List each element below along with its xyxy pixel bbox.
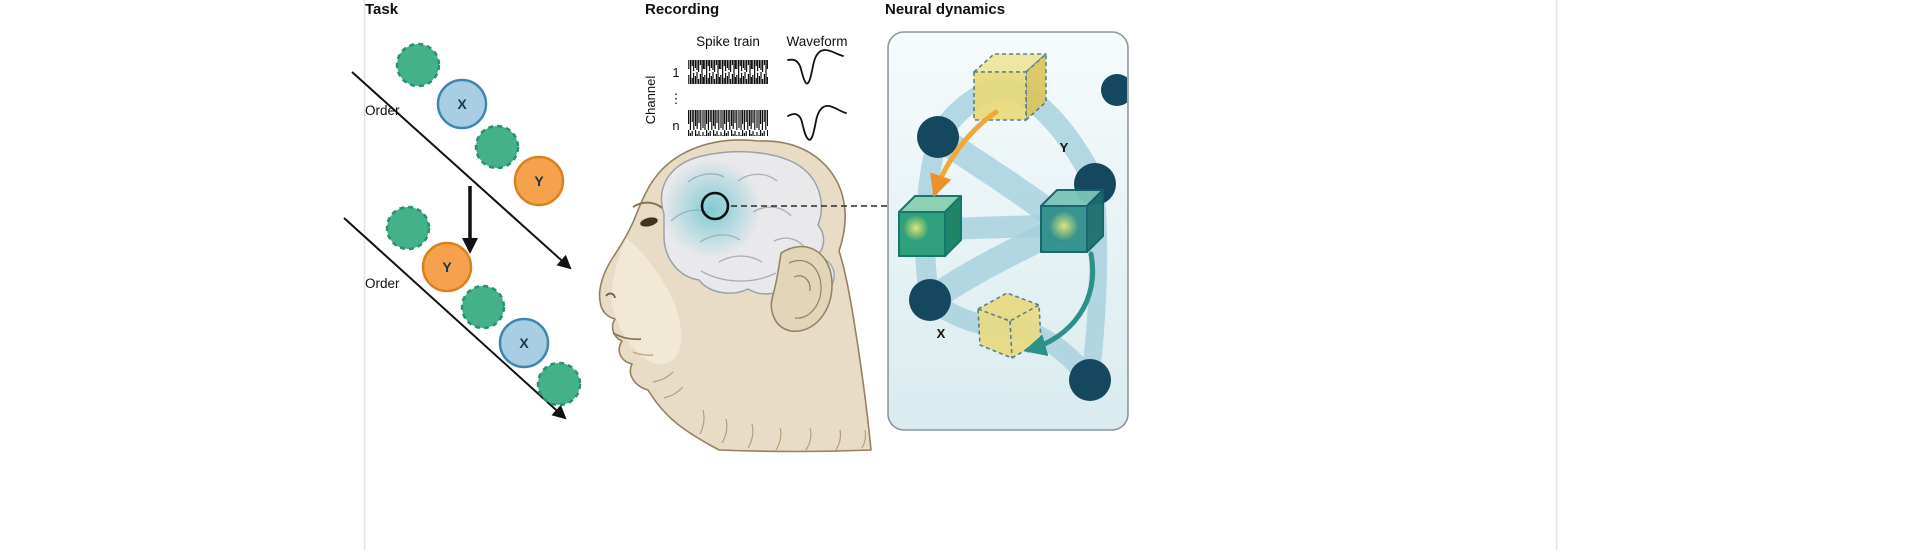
- channel-1-label: 1: [672, 65, 679, 80]
- neural-panel-border: [887, 31, 1129, 431]
- neural-label-x: X: [937, 326, 946, 341]
- token-x-top-label: X: [457, 96, 467, 112]
- token-green-1: [395, 42, 441, 88]
- waveform-label: Waveform: [786, 34, 847, 49]
- spike-train-label: Spike train: [696, 34, 760, 49]
- monkey-ear-inner: [788, 259, 822, 319]
- node-1: [917, 116, 959, 158]
- cube-green: [898, 195, 962, 257]
- cube-green-glow: [903, 215, 929, 241]
- waveform-channel-1: [787, 49, 844, 85]
- token-x-bottom-label: X: [519, 335, 529, 351]
- node-3: [909, 279, 951, 321]
- monkey-eye: [640, 217, 658, 227]
- monkey-ear-fold: [793, 275, 811, 292]
- order-label-bottom: Order: [365, 276, 400, 291]
- cube-teal: [1040, 189, 1104, 253]
- task-panel: Task Order X Y Order Y X: [343, 1, 582, 420]
- transition-arrow-teal: [1023, 251, 1096, 357]
- token-y-bottom-label: Y: [442, 259, 452, 275]
- neural-network: Y X: [898, 53, 1127, 401]
- cube-teal-glow: [1049, 211, 1079, 241]
- token-y-bottom: [421, 241, 473, 293]
- sequence2-order-arrow: [343, 217, 567, 420]
- monkey-brow: [632, 201, 663, 209]
- waveform-channel-n: [787, 105, 847, 141]
- monkey-nostril: [605, 292, 616, 299]
- sequence1-order-arrow: [351, 71, 572, 270]
- network-nodes: [909, 74, 1127, 401]
- token-green-3: [385, 205, 431, 251]
- recording-panel: Recording Spike train Waveform Channel 1…: [598, 1, 888, 453]
- token-x-bottom: [498, 317, 550, 369]
- order-label-top: Order: [365, 103, 400, 118]
- channel-n-label: n: [672, 118, 679, 133]
- transition-arrow-yellow: [930, 109, 999, 198]
- task-title: Task: [365, 1, 399, 18]
- channel-ellipsis: ⋮: [670, 91, 683, 106]
- monkey-face-patch: [611, 238, 682, 365]
- neural-title: Neural dynamics: [885, 1, 1005, 18]
- spike-train-channel-1: [688, 60, 768, 84]
- spike-train-channel-n: [688, 110, 768, 136]
- cube-yellow-top: [973, 53, 1047, 121]
- token-green-5: [536, 361, 582, 407]
- monkey-head: [598, 139, 872, 453]
- recording-site-circle: [700, 191, 730, 221]
- node-4: [1069, 359, 1111, 401]
- token-x-top: [436, 78, 488, 130]
- monkey-mouth: [612, 332, 642, 341]
- monkey-fur-strokes: [632, 351, 867, 451]
- neural-label-y: Y: [1060, 140, 1069, 155]
- token-y-top: [513, 155, 565, 207]
- channel-axis-label: Channel: [643, 76, 658, 125]
- node-5: [1101, 74, 1127, 106]
- token-green-2: [474, 124, 520, 170]
- neural-dynamics-panel: Neural dynamics: [885, 1, 1129, 431]
- token-green-4: [460, 284, 506, 330]
- recording-region-highlight: [662, 159, 762, 259]
- recording-title: Recording: [645, 1, 719, 18]
- monkey-ear: [770, 245, 833, 332]
- token-y-top-label: Y: [534, 173, 544, 189]
- sequence-swap-arrow: [462, 186, 478, 254]
